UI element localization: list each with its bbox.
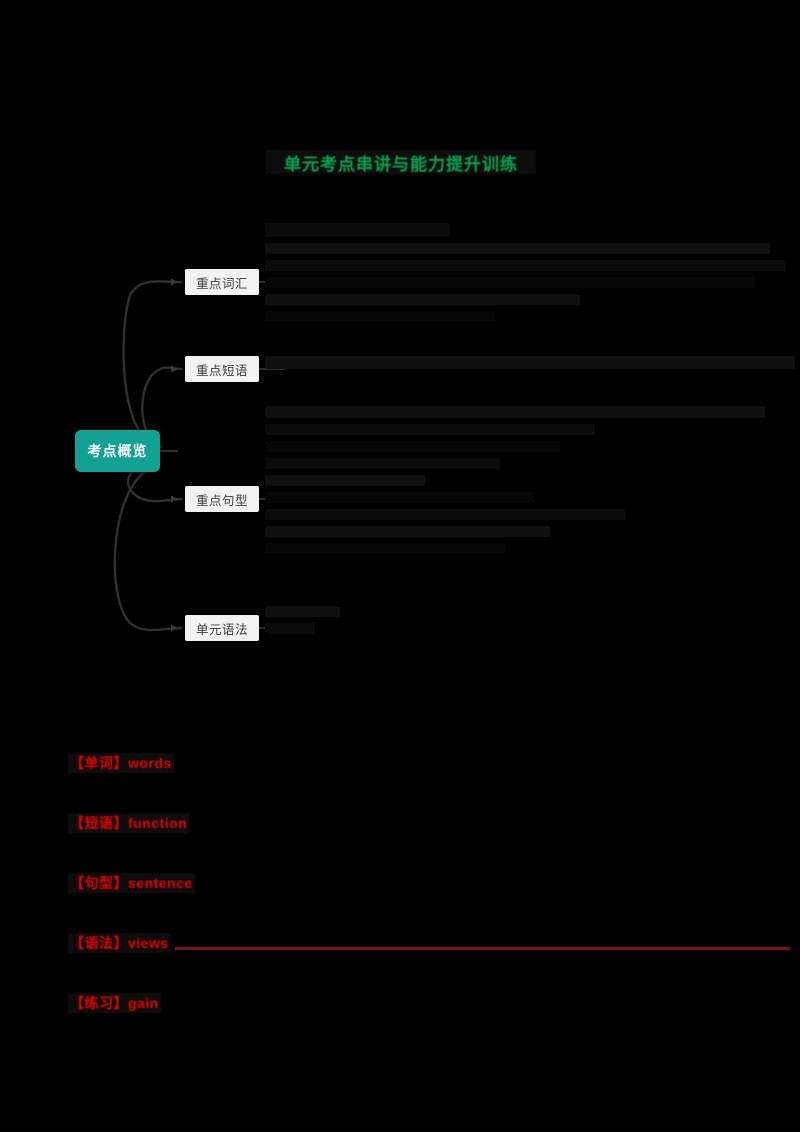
mindmap-content-key-phrases	[265, 350, 800, 375]
redacted-text	[265, 243, 770, 254]
redacted-text	[265, 277, 755, 288]
redacted-text	[265, 424, 595, 435]
section-row: 【短语】function	[68, 805, 798, 865]
mindmap-content-key-sentences	[265, 400, 800, 560]
section-label-gain[interactable]: 【练习】gain	[68, 993, 161, 1013]
redacted-text	[265, 441, 560, 452]
section-label-function[interactable]: 【短语】function	[68, 813, 190, 833]
redacted-text	[265, 509, 625, 520]
redacted-text	[265, 406, 765, 418]
section-list: 【单词】words 【短语】function 【句型】sentence 【语法】…	[68, 745, 798, 1045]
section-rule	[175, 947, 790, 950]
redacted-text	[265, 311, 495, 322]
mindmap-branch-key-vocabulary[interactable]: 重点词汇	[185, 269, 259, 295]
redacted-text	[265, 223, 450, 237]
redacted-text	[265, 526, 550, 537]
section-row: 【语法】views	[68, 925, 798, 985]
mindmap-branch-key-sentences[interactable]: 重点句型	[185, 486, 259, 512]
section-row: 【句型】sentence	[68, 865, 798, 925]
redacted-text	[265, 492, 535, 503]
mindmap: 考点概览 重点词汇 重点短语 重点句型 单元语法	[60, 215, 800, 665]
mindmap-content-key-vocabulary	[265, 223, 800, 328]
redacted-text	[265, 458, 500, 469]
redacted-text	[265, 623, 315, 634]
section-row: 【练习】gain	[68, 985, 798, 1045]
mindmap-content-unit-grammar	[265, 600, 365, 640]
redacted-text	[265, 294, 580, 305]
section-label-sentence[interactable]: 【句型】sentence	[68, 873, 195, 893]
mindmap-root-node[interactable]: 考点概览	[75, 430, 160, 472]
redacted-text	[265, 606, 340, 617]
mindmap-branch-key-phrases[interactable]: 重点短语	[185, 356, 259, 382]
section-label-words[interactable]: 【单词】words	[68, 753, 174, 773]
redacted-text	[265, 475, 425, 486]
mindmap-branch-unit-grammar[interactable]: 单元语法	[185, 615, 259, 641]
page-title: 单元考点串讲与能力提升训练	[266, 150, 536, 174]
redacted-text	[265, 260, 785, 271]
section-row: 【单词】words	[68, 745, 798, 805]
redacted-text	[265, 543, 505, 554]
redacted-text	[265, 356, 795, 369]
section-label-views[interactable]: 【语法】views	[68, 933, 171, 953]
